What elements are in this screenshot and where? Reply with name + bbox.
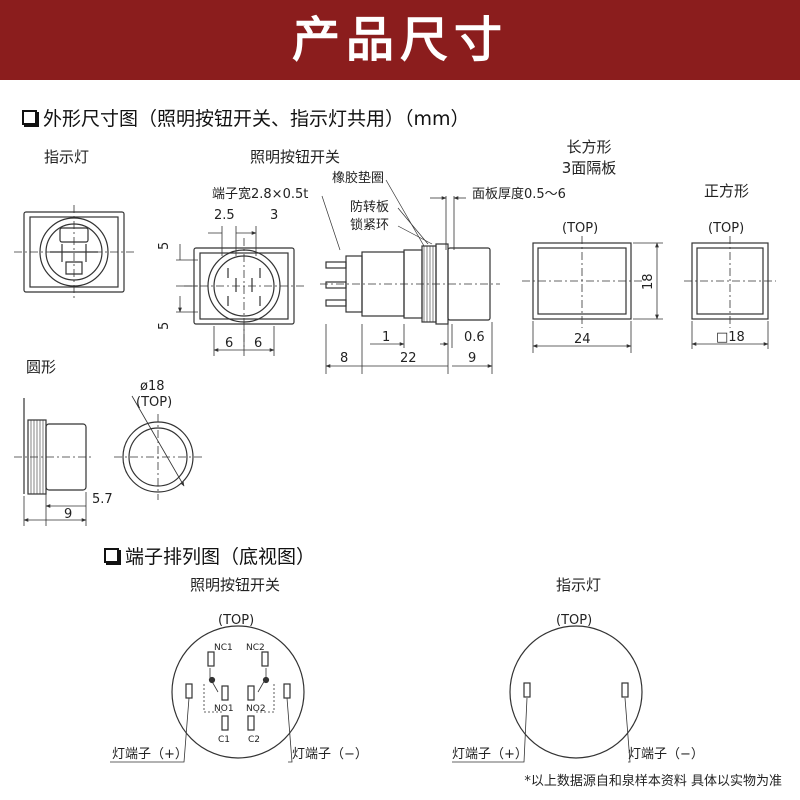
terminal-width-label: 端子宽2.8×0.5t xyxy=(212,187,309,202)
round-top-label: (TOP) xyxy=(136,395,172,410)
rect-top-view xyxy=(522,236,663,353)
dim-8: 8 xyxy=(340,351,348,366)
square-bullet-icon xyxy=(104,548,119,563)
dim-3: 3 xyxy=(270,208,278,223)
dim-square-18: □18 xyxy=(716,330,745,345)
dim-rect-18: 18 xyxy=(641,273,656,290)
dim-5-bottom: 5 xyxy=(157,322,172,330)
terminal-indicator-caption: 指示灯 xyxy=(556,576,602,594)
round-side-view xyxy=(14,398,94,526)
indicator-lamp-plus-label: 灯端子（+） xyxy=(452,747,528,762)
dim-6-left: 6 xyxy=(225,336,233,351)
section-terminal-heading: 端子排列图（底视图） xyxy=(104,542,315,569)
pin-nc1: NC1 xyxy=(214,643,233,653)
section-outline-title: 外形尺寸图（照明按钮开关、指示灯共用）（mm） xyxy=(43,108,470,130)
dim-rect-24: 24 xyxy=(574,332,591,347)
panel-thickness-label: 面板厚度0.5～6 xyxy=(472,187,566,202)
title-banner xyxy=(0,0,800,80)
section-outline-dimensions-heading: 外形尺寸图（照明按钮开关、指示灯共用）（mm） xyxy=(22,104,470,131)
switch-side-view xyxy=(320,179,500,374)
dim-22: 22 xyxy=(400,351,417,366)
pin-no1: NO1 xyxy=(214,704,234,714)
square-caption: 正方形 xyxy=(704,182,750,200)
indicator-caption: 指示灯 xyxy=(44,148,90,166)
dim-2-5: 2.5 xyxy=(214,208,235,223)
terminal-switch-caption: 照明按钮开关 xyxy=(190,576,281,594)
anti-rotation-label: 防转板 xyxy=(350,200,390,215)
footnote: *以上数据源自和泉样本资料 具体以实物为准 xyxy=(524,774,782,789)
pin-c2: C2 xyxy=(248,735,260,745)
square-top-label: (TOP) xyxy=(708,221,744,236)
dim-phi-18: ø18 xyxy=(140,379,165,394)
dim-5-7: 5.7 xyxy=(92,492,113,507)
round-top-view xyxy=(114,395,202,500)
rubber-gasket-label: 橡胶垫圈 xyxy=(332,171,385,186)
square-bullet-icon xyxy=(22,110,37,125)
indicator-front-view xyxy=(14,205,134,299)
dim-1: 1 xyxy=(382,330,390,345)
section-terminal-title: 端子排列图（底视图） xyxy=(125,546,316,568)
page-title: 产品尺寸 xyxy=(291,12,508,68)
pin-nc2: NC2 xyxy=(246,643,265,653)
pin-c1: C1 xyxy=(218,735,230,745)
indicator-lamp-minus-label: 灯端子（−） xyxy=(628,747,704,762)
pin-no2: NO2 xyxy=(246,704,266,714)
switch-lamp-plus-label: 灯端子（+） xyxy=(112,747,188,762)
dim-6-right: 6 xyxy=(254,336,262,351)
dim-0-6: 0.6 xyxy=(464,330,485,345)
switch-lamp-minus-label: 灯端子（−） xyxy=(292,747,368,762)
rect-top-label: (TOP) xyxy=(562,221,598,236)
dim-round-9: 9 xyxy=(64,507,72,522)
switch-terminal-diagram xyxy=(171,625,305,759)
dim-5-top: 5 xyxy=(157,242,172,250)
indicator-terminal-diagram xyxy=(509,625,643,759)
round-caption: 圆形 xyxy=(26,358,57,376)
switch-front-view xyxy=(176,226,304,356)
switch-terminal-top-label: (TOP) xyxy=(218,613,254,628)
lock-ring-label: 锁紧环 xyxy=(350,218,390,233)
rect-caption-line2: 3面隔板 xyxy=(561,159,617,177)
indicator-terminal-top-label: (TOP) xyxy=(556,613,592,628)
rect-caption-line1: 长方形 xyxy=(566,138,612,156)
switch-caption: 照明按钮开关 xyxy=(250,148,341,166)
square-top-view xyxy=(684,236,776,349)
dim-9: 9 xyxy=(468,351,476,366)
